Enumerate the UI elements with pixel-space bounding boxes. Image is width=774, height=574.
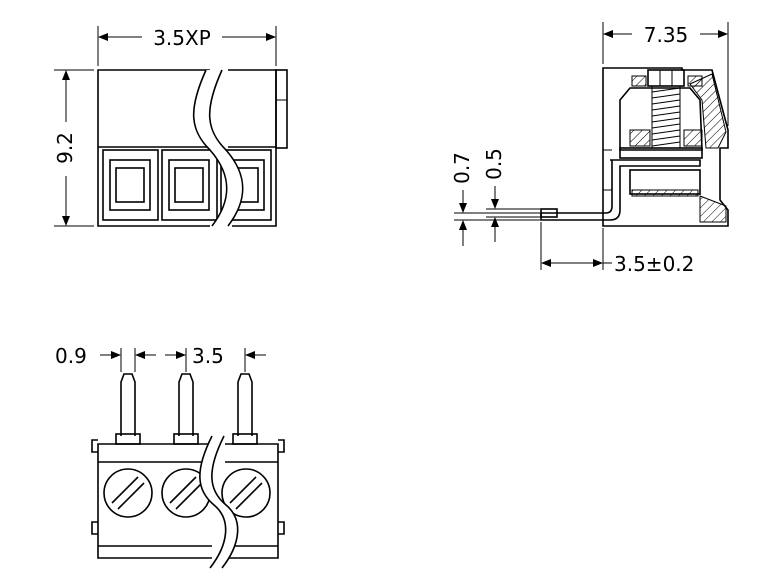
pitch-dimension-label: 3.5XP bbox=[153, 26, 211, 50]
front-view: 3.5XP 9.2 bbox=[53, 26, 288, 227]
dim-0-7-label: 0.7 bbox=[450, 152, 474, 184]
dim-0-5-label: 0.5 bbox=[482, 148, 506, 180]
offset-dimension-label: 3.5±0.2 bbox=[614, 252, 694, 276]
pin-2 bbox=[173, 373, 199, 445]
pin-3 bbox=[232, 373, 258, 445]
screw-head-1 bbox=[103, 468, 153, 518]
pitch-bottom-label: 3.5 bbox=[192, 344, 224, 368]
wire-opening-1 bbox=[102, 149, 159, 221]
screw-thread bbox=[651, 85, 681, 149]
height-dimension-label: 9.2 bbox=[53, 132, 77, 164]
pin-1 bbox=[115, 373, 141, 445]
screw-head-3 bbox=[221, 468, 271, 518]
top-view: 0.9 3.5 bbox=[55, 344, 285, 569]
side-section-view: 7.35 0.7 0.5 3.5±0.2 bbox=[450, 22, 729, 276]
depth-dimension-label: 7.35 bbox=[644, 23, 689, 47]
wire-opening-2 bbox=[161, 149, 218, 221]
pin-width-label: 0.9 bbox=[55, 344, 87, 368]
